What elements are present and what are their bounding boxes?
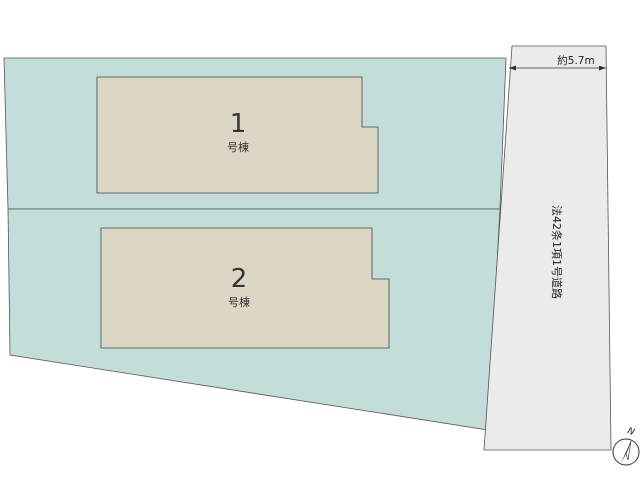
- north-arrow-icon: [621, 441, 631, 463]
- building-2-label: 号棟: [228, 295, 250, 309]
- road-width-dimension: 約5.7m: [509, 53, 606, 71]
- north-compass: N: [612, 426, 640, 466]
- building-2-number: 2: [231, 264, 248, 294]
- compass-label: N: [626, 426, 636, 438]
- building-1-label: 号棟: [227, 140, 249, 154]
- road: [483, 45, 612, 451]
- road-name: 法42条1項1号道路: [550, 205, 564, 299]
- road-width-label: 約5.7m: [557, 54, 594, 67]
- building-2: [100, 227, 390, 349]
- building-1-number: 1: [230, 109, 247, 139]
- building-1: [96, 76, 379, 194]
